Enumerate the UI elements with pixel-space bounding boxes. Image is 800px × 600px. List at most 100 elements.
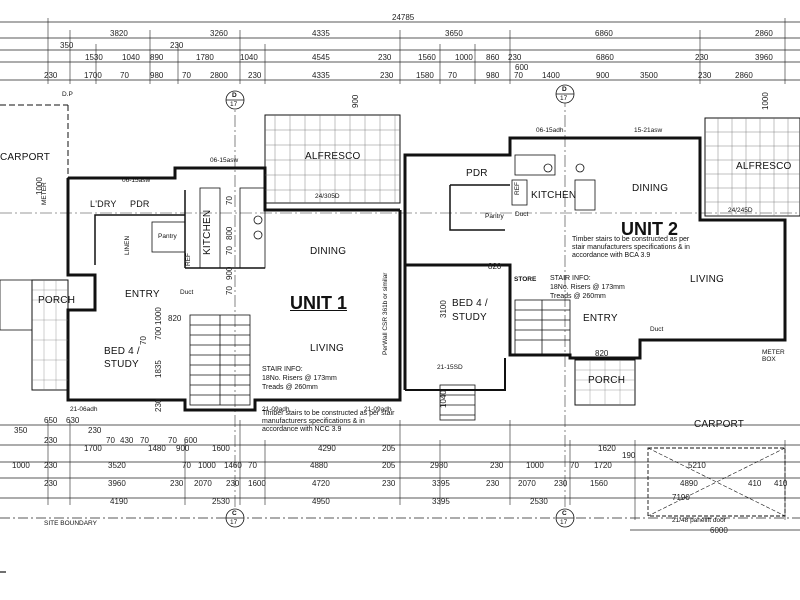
dim-side-18: 1000 bbox=[761, 92, 770, 110]
downpipe-1: D.P bbox=[62, 91, 73, 98]
dim-top-c14: 3960 bbox=[755, 53, 773, 62]
dim-bot-d6: 1600 bbox=[212, 444, 230, 453]
dim-bot-e3: 3520 bbox=[108, 461, 126, 470]
dim-bot-e10: 2980 bbox=[430, 461, 448, 470]
window-low: 21-15SD bbox=[437, 364, 463, 371]
store-2-label: STORE bbox=[514, 276, 537, 283]
dim-bot-e8: 4880 bbox=[310, 461, 328, 470]
dim-bot-e5: 1000 bbox=[198, 461, 216, 470]
marker-top-left-num: 17 bbox=[230, 101, 238, 108]
dim-bot-d8: 4290 bbox=[318, 444, 336, 453]
dim-side-14: 1040 bbox=[439, 390, 448, 408]
dim-bot-h1: 6000 bbox=[710, 526, 728, 535]
dim-bot-f12: 230 bbox=[554, 479, 568, 488]
duct-3-label: Duct bbox=[650, 326, 664, 333]
dim-bot-c4: 430 bbox=[120, 436, 134, 445]
living-1-label: LIVING bbox=[310, 343, 344, 354]
timber-note-2: Timber stairs to be constructed as per s… bbox=[572, 236, 690, 260]
pdr-1-label: PDR bbox=[130, 199, 150, 209]
dim-side-12: 230 bbox=[154, 398, 163, 412]
window-mid-3: 21-09adh bbox=[364, 406, 392, 413]
entry-2-label: ENTRY bbox=[583, 313, 618, 324]
living-2-label: LIVING bbox=[690, 274, 724, 285]
dim-top-e14: 1400 bbox=[542, 71, 560, 80]
marker-bottom-left-num: 17 bbox=[230, 519, 238, 526]
dim-top-c4: 1780 bbox=[196, 53, 214, 62]
dim-top-d1: 600 bbox=[515, 63, 529, 72]
left-carport bbox=[0, 104, 69, 270]
bed4-2-label: BED 4 / bbox=[452, 298, 488, 309]
dim-top-e3: 70 bbox=[120, 71, 129, 80]
kitchen-1-label: KITCHEN bbox=[202, 209, 213, 255]
window-top-4: 06-15adh bbox=[536, 127, 564, 134]
dim-top-a3: 4335 bbox=[312, 29, 330, 38]
dim-top-c9: 1000 bbox=[455, 53, 473, 62]
dim-top-e6: 2800 bbox=[210, 71, 228, 80]
top-dimension-lines bbox=[0, 18, 800, 84]
dim-bot-f5: 230 bbox=[226, 479, 240, 488]
dim-top-a6: 2860 bbox=[755, 29, 773, 38]
linen-1-label: LINEN bbox=[124, 235, 131, 255]
panelift-label: 21/48 panelift door bbox=[672, 517, 726, 524]
dim-bot-f14: 410 bbox=[774, 479, 788, 488]
dim-side-11: 1835 bbox=[154, 360, 163, 378]
marker-top-right: D bbox=[562, 86, 567, 93]
dim-top-e13: 70 bbox=[514, 71, 523, 80]
study-1-label: STUDY bbox=[104, 359, 139, 370]
pdr-2-label: PDR bbox=[466, 168, 488, 179]
dim-side-3: 800 bbox=[225, 226, 234, 240]
dim-bot-c6: 1480 bbox=[148, 444, 166, 453]
dim-top-c3: 890 bbox=[150, 53, 164, 62]
dim-bot-g4: 3395 bbox=[432, 497, 450, 506]
dim-top-c10: 860 bbox=[486, 53, 500, 62]
dim-top-c7: 230 bbox=[378, 53, 392, 62]
dim-bot-f9: 3395 bbox=[432, 479, 450, 488]
unit2-stairs bbox=[439, 299, 571, 421]
window-mid-1: 21-06adh bbox=[70, 406, 98, 413]
dim-top-b2: 230 bbox=[170, 41, 184, 50]
dim-side-5: 900 bbox=[225, 266, 234, 280]
alfresco-1-label: ALFRESCO bbox=[305, 151, 361, 162]
door-alfresco-2: 24/245D bbox=[728, 207, 753, 214]
ref-1-label: REF bbox=[185, 253, 192, 266]
dim-bot-e13: 70 bbox=[570, 461, 579, 470]
dim-bot-c2: 1700 bbox=[84, 444, 102, 453]
unit2-kitchen bbox=[511, 154, 596, 211]
dim-top-c6: 4545 bbox=[312, 53, 330, 62]
dim-top-e18: 2860 bbox=[735, 71, 753, 80]
dim-bot-f7: 4720 bbox=[312, 479, 330, 488]
dim-bot-e12: 1000 bbox=[526, 461, 544, 470]
study-2-label: STUDY bbox=[452, 312, 487, 323]
entry-1-label: ENTRY bbox=[125, 289, 160, 300]
dim-bot-f2: 3960 bbox=[108, 479, 126, 488]
dining-2-label: DINING bbox=[632, 183, 669, 194]
carport-2-label: CARPORT bbox=[694, 419, 745, 430]
dim-top-c13: 230 bbox=[695, 53, 709, 62]
dim-top-e4: 980 bbox=[150, 71, 164, 80]
marker-top-left: D bbox=[232, 92, 237, 99]
alfresco-2-label: ALFRESCO bbox=[736, 161, 792, 172]
stair-treads-2: Treads @ 260mm bbox=[550, 293, 606, 300]
dim-top-e12: 980 bbox=[486, 71, 500, 80]
window-mid-2: 21-09adh bbox=[262, 406, 290, 413]
dim-bot-c1: 230 bbox=[44, 436, 58, 445]
porch-1-label: PORCH bbox=[38, 295, 76, 306]
dim-bot-d7: 900 bbox=[176, 444, 190, 453]
dim-bot-g1: 4190 bbox=[110, 497, 128, 506]
dim-top-e1: 230 bbox=[44, 71, 58, 80]
grid-markers bbox=[225, 84, 575, 528]
bottom-dimension-lines bbox=[0, 420, 800, 531]
dim-side-2: 70 bbox=[225, 246, 234, 255]
marker-bottom-right-num: 17 bbox=[560, 519, 568, 526]
dim-bot-b1: 350 bbox=[14, 426, 28, 435]
site-boundary-label: SITE BOUNDARY bbox=[44, 520, 97, 527]
dim-bot-g3: 4950 bbox=[312, 497, 330, 506]
unit1-alfresco-deck bbox=[264, 114, 401, 204]
unit2-porch bbox=[574, 359, 636, 406]
bed4-1-label: BED 4 / bbox=[104, 346, 140, 357]
dim-top-c12: 6860 bbox=[596, 53, 614, 62]
dim-side-9: 700 bbox=[154, 326, 163, 340]
dim-side-13: 3100 bbox=[439, 300, 448, 318]
dim-top-a5: 6860 bbox=[595, 29, 613, 38]
ref-2-label: REF bbox=[514, 182, 521, 195]
